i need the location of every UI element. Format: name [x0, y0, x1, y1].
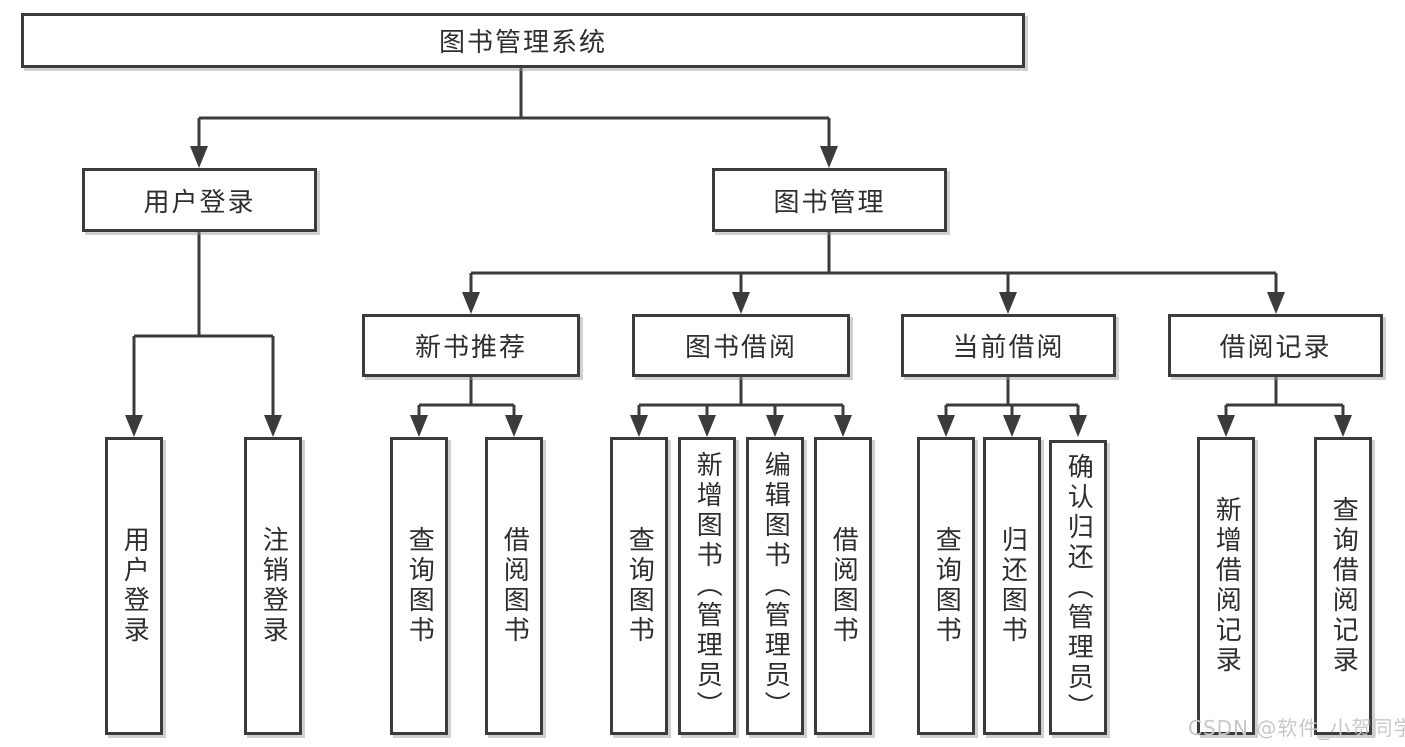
node-label: 图书借阅 [684, 333, 797, 363]
node-library-management-system: 图书管理系统 [21, 13, 1025, 68]
node-label: 用户登录 [119, 526, 150, 646]
node-label: 归还图书 [997, 526, 1028, 646]
node-user-login: 用户登录 [82, 168, 317, 232]
leaf-confirm-return-admin: 确认归还（管理员） [1049, 440, 1107, 735]
node-label: 编辑图书（管理员） [760, 451, 791, 721]
node-label: 用户登录 [143, 187, 256, 218]
node-current-borrowing: 当前借阅 [901, 314, 1116, 377]
node-book-management: 图书管理 [712, 168, 947, 232]
leaf-add-borrow-record: 新增借阅记录 [1197, 437, 1255, 735]
node-label: 图书管理系统 [438, 28, 607, 58]
node-label: 查询图书 [404, 526, 435, 646]
node-label: 借阅记录 [1219, 333, 1332, 363]
node-label: 新增借阅记录 [1211, 496, 1242, 676]
node-label: 查询借阅记录 [1328, 496, 1359, 676]
node-label: 查询图书 [624, 526, 655, 646]
leaf-borrow-books-1: 借阅图书 [485, 437, 543, 735]
node-label: 借阅图书 [828, 526, 859, 646]
csdn-watermark: CSDN @软件_小贺同学 [1188, 716, 1405, 740]
leaf-return-book: 归还图书 [983, 437, 1041, 735]
node-label: 图书管理 [773, 187, 886, 218]
leaf-edit-book-admin: 编辑图书（管理员） [746, 437, 804, 735]
node-book-borrowing: 图书借阅 [632, 314, 850, 377]
node-label: 新增图书（管理员） [692, 451, 723, 721]
leaf-query-books-1: 查询图书 [390, 437, 448, 735]
node-label: 当前借阅 [952, 333, 1065, 363]
node-label: 新书推荐 [414, 333, 527, 363]
node-new-book-recommendation: 新书推荐 [362, 314, 580, 377]
node-label: 注销登录 [258, 526, 289, 646]
leaf-add-book-admin: 新增图书（管理员） [678, 437, 736, 735]
leaf-query-borrow-record: 查询借阅记录 [1314, 437, 1372, 735]
node-label: 查询图书 [931, 526, 962, 646]
leaf-borrow-books-2: 借阅图书 [814, 437, 872, 735]
node-label: 确认归还（管理员） [1063, 452, 1094, 723]
node-label: 借阅图书 [499, 526, 530, 646]
leaf-logout: 注销登录 [244, 437, 302, 735]
node-borrowing-records: 借阅记录 [1168, 314, 1383, 377]
leaf-query-books-2: 查询图书 [610, 437, 668, 735]
leaf-query-books-3: 查询图书 [917, 437, 975, 735]
leaf-user-login: 用户登录 [105, 437, 163, 735]
